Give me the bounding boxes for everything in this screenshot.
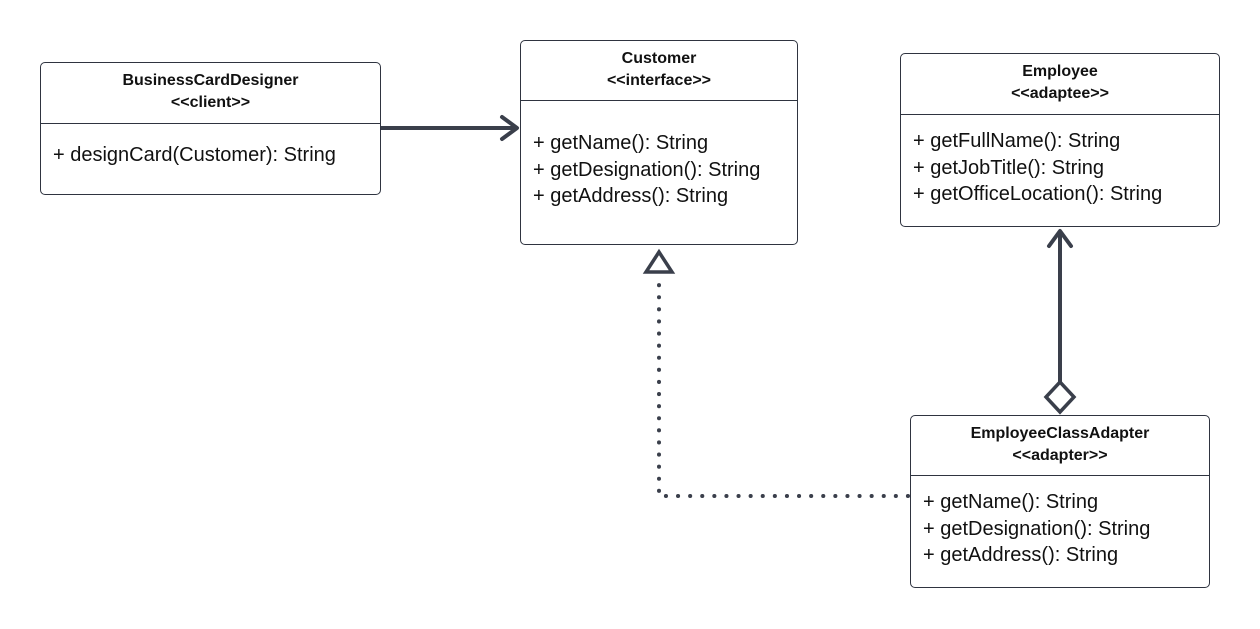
class-members: + designCard(Customer): String bbox=[41, 124, 380, 169]
class-method: + designCard(Customer): String bbox=[53, 144, 336, 166]
association-designer-to-customer bbox=[379, 115, 519, 141]
class-employee-class-adapter[interactable]: EmployeeClassAdapter <<adapter>> + getNa… bbox=[910, 415, 1210, 588]
aggregation-adapter-to-employee bbox=[1043, 229, 1077, 415]
realization-line bbox=[657, 276, 910, 498]
class-name: Employee bbox=[1022, 63, 1098, 80]
class-name: EmployeeClassAdapter bbox=[970, 425, 1150, 442]
class-header: BusinessCardDesigner <<client>> bbox=[41, 63, 380, 124]
class-method: + getName(): String bbox=[923, 491, 1099, 513]
association-arrowhead bbox=[500, 115, 519, 141]
class-method: + getJobTitle(): String bbox=[913, 156, 1105, 179]
class-customer[interactable]: Customer <<interface>> + getName(): Stri… bbox=[520, 40, 798, 245]
class-stereotype: <<adaptee>> bbox=[1011, 85, 1109, 102]
class-members: + getFullName(): String + getJobTitle():… bbox=[901, 115, 1219, 208]
class-header: Employee <<adaptee>> bbox=[901, 54, 1219, 115]
class-method: + getFullName(): String bbox=[913, 130, 1121, 152]
aggregation-arrowhead bbox=[1047, 229, 1073, 248]
class-members: + getName(): String + getDesignation(): … bbox=[521, 101, 797, 210]
class-method: + getDesignation(): String bbox=[533, 158, 761, 181]
class-stereotype: <<interface>> bbox=[606, 72, 712, 89]
class-name: Customer bbox=[621, 50, 697, 67]
class-method: + getName(): String bbox=[533, 132, 709, 154]
class-method: + getAddress(): String bbox=[533, 185, 729, 207]
class-stereotype: <<client>> bbox=[170, 94, 251, 111]
class-members: + getName(): String + getDesignation(): … bbox=[911, 476, 1209, 569]
realization-adapter-to-customer bbox=[642, 248, 910, 498]
class-header: Customer <<interface>> bbox=[521, 41, 797, 101]
class-business-card-designer[interactable]: BusinessCardDesigner <<client>> + design… bbox=[40, 62, 381, 195]
class-header: EmployeeClassAdapter <<adapter>> bbox=[911, 416, 1209, 476]
class-name: BusinessCardDesigner bbox=[122, 72, 299, 89]
class-method: + getOfficeLocation(): String bbox=[913, 183, 1163, 205]
class-stereotype: <<adapter>> bbox=[1012, 447, 1108, 464]
class-method: + getAddress(): String bbox=[923, 544, 1119, 566]
class-method: + getDesignation(): String bbox=[923, 517, 1151, 540]
aggregation-diamond bbox=[1043, 379, 1077, 415]
class-employee[interactable]: Employee <<adaptee>> + getFullName(): St… bbox=[900, 53, 1220, 227]
realization-triangle-head bbox=[642, 248, 676, 274]
